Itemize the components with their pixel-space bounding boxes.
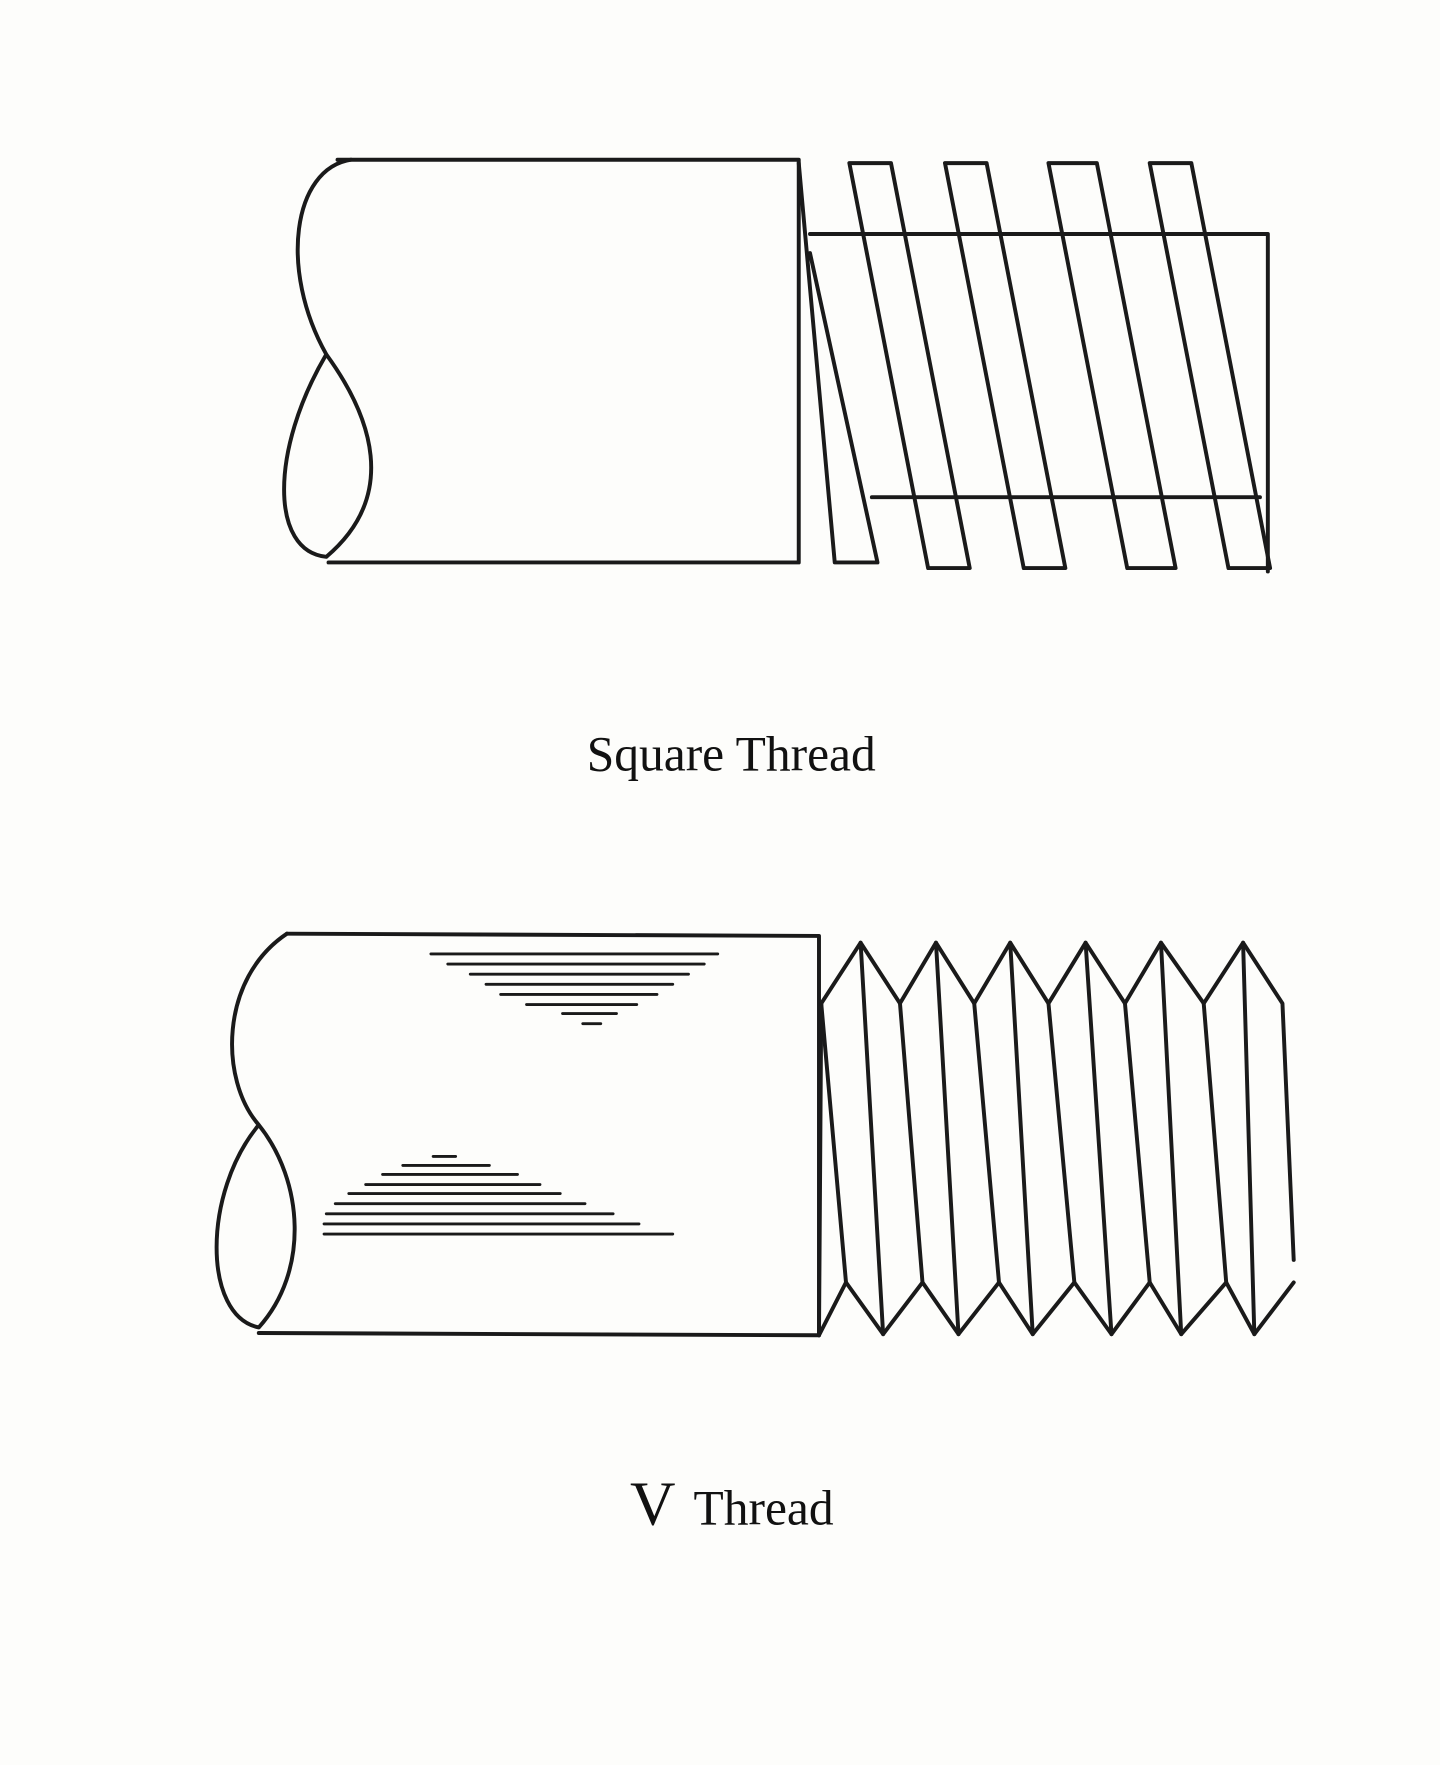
v-thread-start-line (817, 1001, 824, 1338)
v-thread-label: V Thread (630, 1468, 834, 1538)
v-thread-crest-line (858, 940, 886, 1337)
square-thread-tooth (1046, 161, 1178, 571)
v-thread-crest-line (1241, 940, 1257, 1337)
v-shaft-shading (322, 952, 720, 1236)
v-thread-drawing (214, 931, 1296, 1338)
square-shaft-break-curve (282, 157, 374, 559)
square-thread-core (808, 232, 1270, 574)
v-thread-top-profile (819, 940, 1296, 1262)
v-thread-teeth (817, 940, 1296, 1338)
square-thread-tooth (1147, 161, 1273, 571)
v-thread-crest-line (934, 940, 961, 1337)
v-thread-root-line (1201, 1001, 1229, 1285)
v-thread-label-suffix: Thread (694, 1480, 834, 1535)
v-thread-root-line (898, 1001, 925, 1285)
v-thread-crest-line (1159, 940, 1184, 1337)
square-shaft-body (326, 157, 801, 565)
square-thread-chamfer (796, 161, 880, 565)
v-thread-root-line (819, 1001, 848, 1285)
square-thread-tooth (943, 161, 1068, 571)
v-thread-crest-line (1008, 940, 1035, 1337)
square-thread-drawing (282, 157, 1273, 574)
square-thread-tooth (847, 161, 972, 571)
v-shaft-break-curve (214, 931, 297, 1330)
v-thread-crest-line (1083, 940, 1114, 1337)
square-thread-label: Square Thread (587, 727, 876, 782)
v-thread-root-line (1046, 1001, 1077, 1285)
v-thread-label-prefix: V (630, 1468, 676, 1538)
v-thread-bottom-profile (817, 1280, 1296, 1338)
v-thread-root-line (1123, 1001, 1152, 1285)
v-thread-root-line (972, 1001, 1001, 1285)
square-thread-teeth (847, 161, 1273, 571)
